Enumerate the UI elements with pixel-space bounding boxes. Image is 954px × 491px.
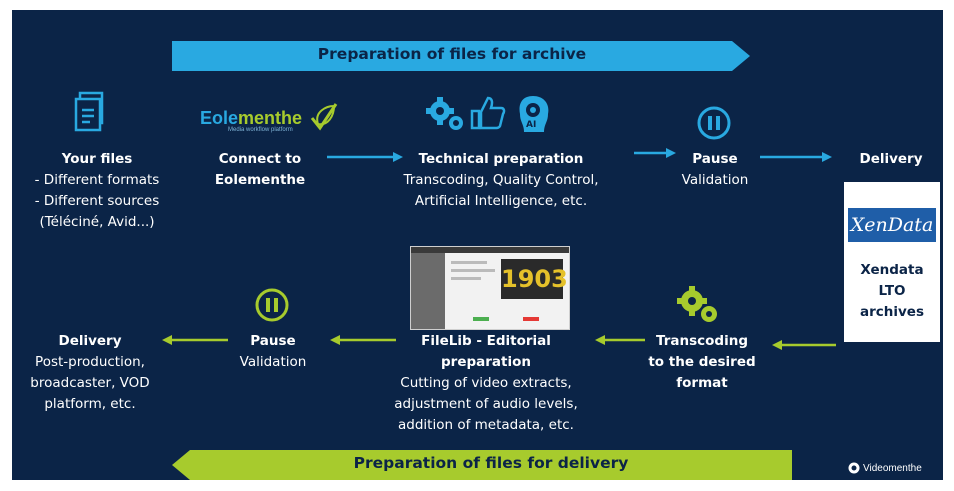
gears-icon <box>426 97 463 130</box>
flow-arrow <box>327 152 403 162</box>
flow-arrow <box>634 148 676 158</box>
your-files-line: (Téléciné, Avid...) <box>39 214 155 230</box>
your-files-line: - Different sources <box>34 193 160 209</box>
workflow-diagram: Preparation of files for archive Your fi… <box>12 10 943 480</box>
xendata-line: archives <box>860 304 924 320</box>
screenshot-line <box>451 269 495 272</box>
technical-line: Transcoding, Quality Control, <box>403 172 599 188</box>
your-files-line: - Different formats <box>34 172 160 188</box>
connect-line: Eolementhe <box>214 172 306 188</box>
document-icon <box>74 91 104 132</box>
technical-block: Technical preparation Transcoding, Quali… <box>386 149 616 212</box>
transcoding-block: Transcoding to the desired format <box>642 331 762 394</box>
video-thumbnail: 1903 <box>501 259 568 299</box>
flow-arrow <box>760 152 832 162</box>
videomenthe-brand: Videomenthe <box>848 461 922 475</box>
flow-arrow-back <box>162 335 228 345</box>
logo-text-part1: Eole <box>200 108 239 128</box>
transcoding-line: to the desired <box>648 354 756 370</box>
technical-line: Artificial Intelligence, etc. <box>414 193 588 209</box>
xendata-logo: XenData <box>848 208 936 242</box>
logo-tagline: Media workflow platform <box>228 127 293 133</box>
gears-icon-green <box>677 286 717 322</box>
connect-block: Connect to Eolementhe <box>200 149 320 191</box>
delivery-bottom-block: Delivery Post-production, broadcaster, V… <box>22 331 158 415</box>
delivery-banner-arrow <box>172 450 792 480</box>
archive-banner-label: Preparation of files for archive <box>317 45 587 63</box>
pause-icon <box>697 106 731 140</box>
xendata-line: Xendata <box>860 262 924 278</box>
filelib-line: addition of metadata, etc. <box>398 417 574 433</box>
pause-sub: Validation <box>239 354 307 370</box>
filelib-line: Cutting of video extracts, <box>400 375 572 391</box>
xendata-box: XenData Xendata LTO archives <box>844 182 940 342</box>
technical-title: Technical preparation <box>418 151 584 167</box>
xendata-text: Xendata LTO archives <box>844 260 940 323</box>
filelib-block: FileLib - Editorial preparation Cutting … <box>386 331 586 436</box>
your-files-block: Your files - Different formats - Differe… <box>22 149 172 233</box>
delivery-line: platform, etc. <box>44 396 136 412</box>
filelib-line: adjustment of audio levels, <box>394 396 578 412</box>
delivery-line: broadcaster, VOD <box>30 375 150 391</box>
pause-sub: Validation <box>681 172 749 188</box>
ai-label: AI <box>526 120 537 130</box>
ai-head-icon <box>519 96 549 132</box>
leaf-check-icon <box>310 103 338 131</box>
transcoding-line: Transcoding <box>656 333 748 349</box>
filelib-title: preparation <box>441 354 531 370</box>
filelib-screenshot: 1903 <box>410 246 570 330</box>
eolementhe-logo: Eolementhe Media workflow platform <box>200 108 320 138</box>
pause-top-block: Pause Validation <box>670 149 760 191</box>
thumbs-up-icon <box>470 96 506 130</box>
pause-title: Pause <box>692 151 738 167</box>
pause-bottom-block: Pause Validation <box>228 331 318 373</box>
connect-line: Connect to <box>218 151 302 167</box>
screenshot-titlebar <box>411 247 569 253</box>
flow-arrow-back <box>772 340 836 350</box>
your-files-title: Your files <box>61 151 133 167</box>
transcoding-line: format <box>676 375 728 391</box>
delivery-line: Post-production, <box>35 354 145 370</box>
logo-text-part2: menthe <box>238 108 303 128</box>
pause-title: Pause <box>250 333 296 349</box>
delivery-title: Delivery <box>58 333 122 349</box>
flow-arrow-back <box>595 335 645 345</box>
screenshot-sidebar <box>411 253 445 329</box>
pause-icon-green <box>255 288 289 322</box>
xendata-line: LTO <box>878 283 906 299</box>
screenshot-button <box>473 317 489 321</box>
brand-text: Videomenthe <box>863 462 922 474</box>
screenshot-line <box>451 261 487 264</box>
delivery-top-title: Delivery <box>859 151 923 167</box>
delivery-banner-label: Preparation of files for delivery <box>353 454 629 472</box>
archive-banner-arrow <box>172 41 750 71</box>
brand-logo-icon <box>848 462 860 474</box>
screenshot-button <box>523 317 539 321</box>
flow-arrow-back <box>330 335 396 345</box>
filelib-title: FileLib - Editorial <box>421 333 551 349</box>
screenshot-line <box>451 277 481 280</box>
